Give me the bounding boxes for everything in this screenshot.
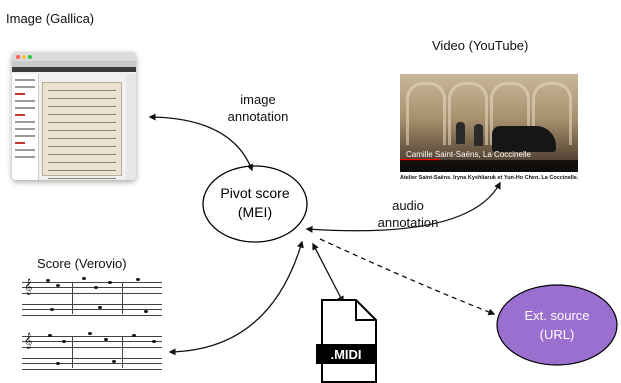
edge-pivot-midi [312,242,344,304]
edge-pivot-score [168,240,304,356]
note [152,340,156,343]
gallica-toolbar-right [126,74,136,180]
note [56,284,60,287]
edge-pivot-video [305,181,501,233]
edge-image-pivot [148,113,254,172]
barline [122,336,123,368]
note [46,279,50,282]
barline [122,282,123,314]
note [88,332,92,335]
video-overlay-title: Camille Saint-Saëns, La Coccinelle [406,150,531,159]
close-dot-icon [16,55,20,59]
staff-line [22,358,162,370]
performer [456,122,465,144]
midi-file-icon: .MIDI [316,299,377,383]
sheet-music-page [42,82,122,179]
grand-piano [492,126,556,152]
image-annotation-label-line1: image [240,92,276,107]
vault-arch [490,82,530,145]
treble-clef-icon: 𝄞 [24,278,33,294]
edge-pivot-ext-source [319,238,496,316]
pivot-score-title: Pivot score [220,185,289,201]
video-control-bar[interactable] [400,160,578,172]
video-caption: Atelier Saint-Saëns. Iryna Kyshliaruk et… [400,175,579,181]
staff-line [22,282,162,294]
ext-source-format: (URL) [540,327,575,342]
vault-arch [532,82,572,145]
video-youtube-label: Video (YouTube) [432,38,529,53]
note [144,310,148,313]
image-annotation-label-line2: annotation [227,109,289,124]
performer [474,124,483,146]
barline [72,282,73,314]
vault-arch [406,82,446,145]
audio-annotation-label-line2: annotation [377,215,439,230]
note [48,334,52,337]
ext-source-node [496,284,618,366]
midi-file-label: .MIDI [330,347,361,362]
score-verovio-label: Score (Verovio) [37,256,127,271]
barline [72,336,73,368]
site-menubar [12,67,136,72]
note [98,306,102,309]
gallica-screenshot-thumbnail [12,52,136,180]
window-titlebar [12,52,136,61]
note [50,308,54,311]
note [108,281,112,284]
browser-toolbar [12,61,136,67]
staff-line [22,304,162,316]
ext-source-title: Ext. source [524,308,589,323]
image-gallica-label: Image (Gallica) [6,11,95,26]
note [82,277,86,280]
staff-line [22,336,162,348]
zoom-dot-icon [28,55,32,59]
minimize-dot-icon [22,55,26,59]
note [62,340,66,343]
note [132,334,136,337]
pivot-score-format: (MEI) [238,204,272,220]
vault-arch [448,82,488,145]
note [56,362,60,365]
note [104,338,108,341]
verovio-score-thumbnail: 𝄞 𝄞 [12,274,164,382]
audio-annotation-label-line1: audio [392,198,424,213]
treble-clef-icon: 𝄞 [24,332,33,348]
note [94,286,98,289]
note [112,360,116,363]
youtube-video-thumbnail: Camille Saint-Saëns, La Coccinelle [400,74,578,172]
gallica-sidebar [12,74,39,180]
note [136,278,140,281]
